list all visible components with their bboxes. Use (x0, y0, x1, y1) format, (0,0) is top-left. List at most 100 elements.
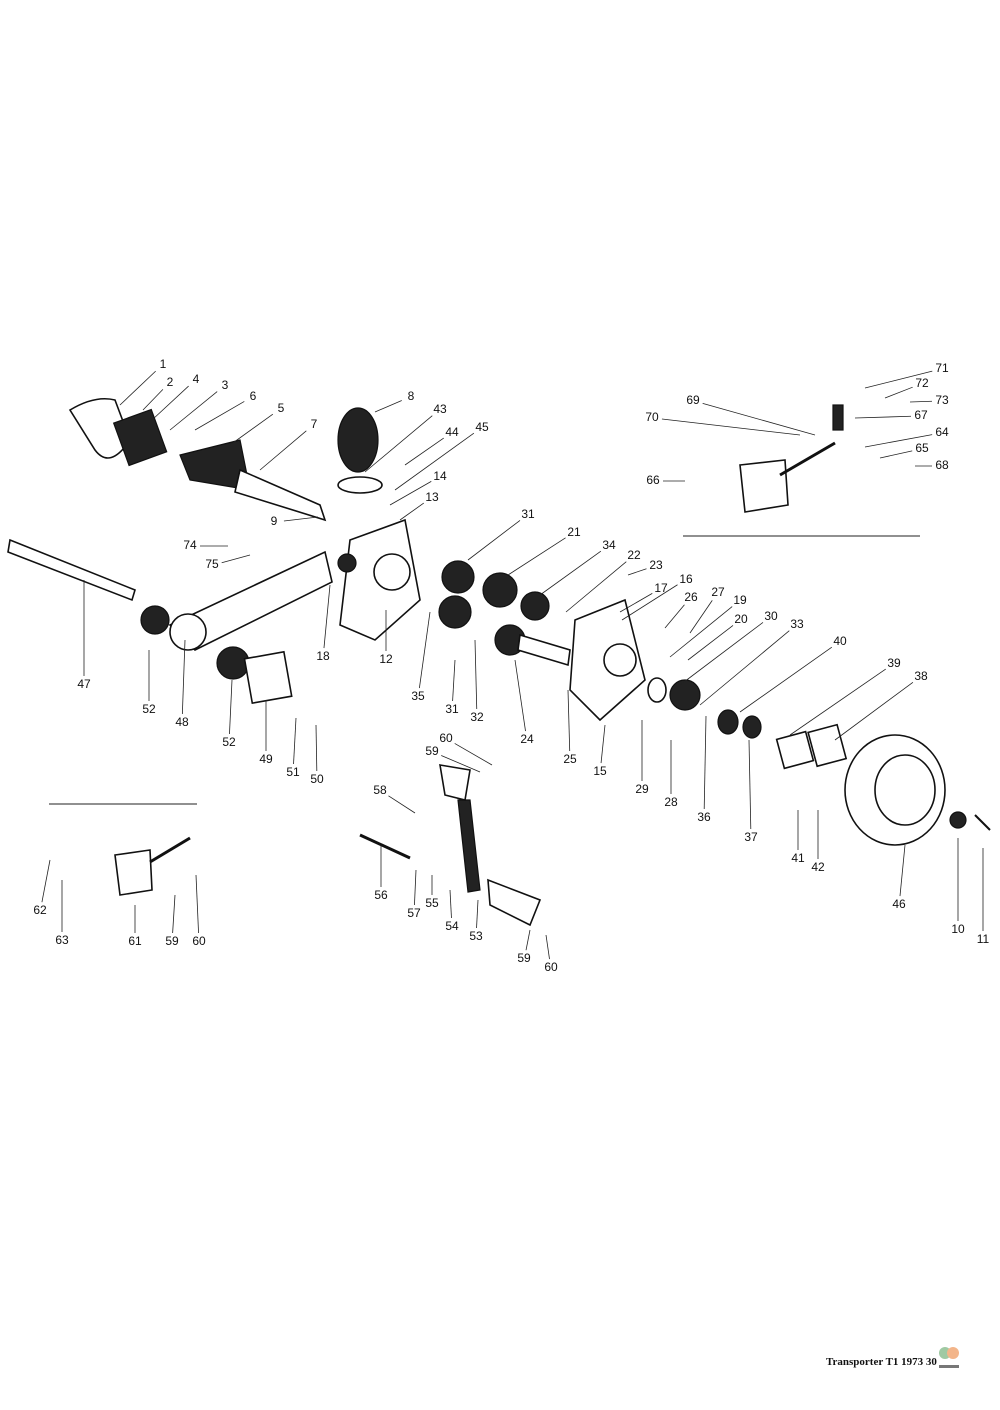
leader-line (467, 520, 521, 561)
bump-stop-plate (337, 476, 383, 494)
callout-number: 33 (790, 617, 804, 631)
callout-number: 28 (664, 795, 678, 809)
callout-number: 52 (142, 702, 156, 716)
bearing (441, 560, 475, 594)
leader-line (181, 639, 186, 715)
callout-number: 60 (192, 934, 206, 948)
callout-number: 25 (563, 752, 577, 766)
callout-number: 31 (445, 702, 459, 716)
parts-drawings (7, 397, 991, 927)
callout-number: 37 (744, 830, 758, 844)
callout-number: 61 (128, 934, 142, 948)
callout-number: 35 (411, 689, 425, 703)
bearing-cover (807, 723, 848, 768)
callout-number: 13 (425, 490, 439, 504)
callout-number: 73 (935, 393, 949, 407)
leader-line (283, 516, 319, 522)
gear-shaft-spline (517, 633, 571, 667)
leader-line (679, 622, 764, 686)
callout-number: 34 (602, 538, 616, 552)
callout-number: 55 (425, 896, 439, 910)
callout-number: 67 (914, 408, 928, 422)
callout-number: 10 (951, 922, 965, 936)
axle-flange (112, 408, 168, 467)
leader-line (229, 413, 274, 446)
callout-number: 9 (271, 514, 278, 528)
callout-number: 22 (627, 548, 641, 562)
leader-line (119, 370, 156, 406)
callout-number: 43 (433, 402, 447, 416)
callout-number: 68 (935, 458, 949, 472)
callout-number: 62 (33, 903, 47, 917)
bearing (520, 591, 550, 621)
leader-line (703, 715, 707, 810)
callout-number: 11 (977, 932, 990, 946)
leader-line (689, 600, 713, 634)
leader-line (41, 859, 51, 903)
axle-shaft (234, 468, 327, 522)
callout-number: 53 (469, 929, 483, 943)
leader-line (864, 370, 933, 389)
bearing (216, 646, 250, 680)
callout-number: 24 (520, 732, 534, 746)
leader-line (142, 389, 164, 411)
callout-number: 57 (407, 906, 421, 920)
leader-line (399, 502, 424, 521)
leveling-valve (739, 459, 789, 513)
housing-bore (603, 643, 637, 677)
seal (647, 677, 667, 703)
leader-line (389, 481, 432, 506)
callout-number: 3 (222, 378, 229, 392)
gasket (775, 730, 815, 770)
bearing (438, 595, 472, 629)
housing-bore (373, 553, 411, 591)
callout-number: 44 (445, 425, 459, 439)
callout-number: 66 (646, 473, 660, 487)
callout-number: 5 (278, 401, 285, 415)
brake-valve (114, 849, 153, 896)
callout-number: 16 (679, 572, 693, 586)
leader-line (702, 403, 816, 436)
leader-line (404, 437, 444, 466)
callout-number: 21 (567, 525, 581, 539)
brake-drum-hub (874, 754, 936, 826)
callout-number: 32 (470, 710, 484, 724)
callout-number: 15 (593, 764, 607, 778)
leader-line (414, 869, 417, 906)
lower-mount (487, 878, 542, 927)
callout-number: 7 (311, 417, 318, 431)
callout-number: 38 (914, 669, 928, 683)
callout-number: 60 (544, 960, 558, 974)
leader-line (388, 795, 416, 814)
leader-line (259, 430, 307, 471)
callout-number: 56 (374, 888, 388, 902)
brake-valve-lever (149, 836, 191, 864)
leader-line (374, 400, 402, 413)
callout-number: 23 (649, 558, 663, 572)
callout-number: 2 (167, 375, 174, 389)
callout-number: 19 (733, 593, 747, 607)
callout-number: 18 (316, 649, 330, 663)
leader-line (195, 874, 199, 934)
link-plate (832, 404, 844, 431)
leader-line (864, 434, 933, 448)
bearing (169, 613, 207, 651)
callout-number: 26 (684, 590, 698, 604)
callout-number: 51 (286, 765, 300, 779)
leader-line (854, 415, 912, 419)
callout-number: 8 (408, 389, 415, 403)
leader-line (323, 584, 331, 649)
leader-line (364, 415, 433, 473)
leader-line (687, 625, 734, 661)
callout-number: 60 (439, 731, 453, 745)
leader-line (699, 630, 790, 706)
callout-number: 70 (645, 410, 659, 424)
callout-number: 4 (193, 372, 200, 386)
callout-number: 6 (250, 389, 257, 403)
callout-number: 39 (887, 656, 901, 670)
bearing (669, 679, 701, 711)
leader-line (394, 432, 475, 491)
